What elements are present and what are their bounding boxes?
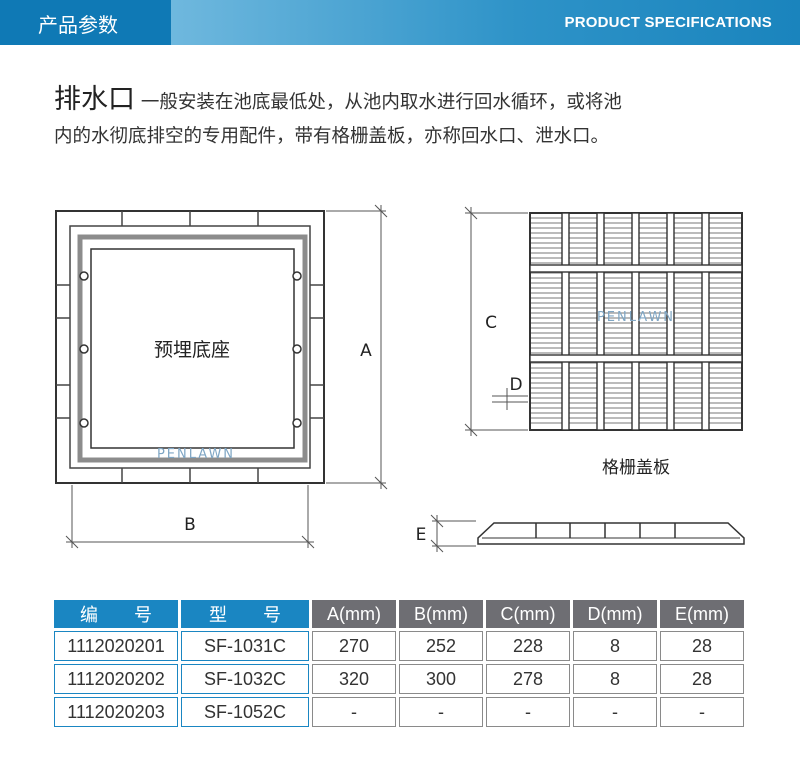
brand-watermark-base: PENLAWN [157, 447, 235, 462]
cell-c: 278 [486, 664, 570, 694]
cell-e: 28 [660, 664, 744, 694]
cell-d: 8 [573, 664, 657, 694]
cell-b: 300 [399, 664, 483, 694]
dimension-c-label: C [485, 313, 497, 333]
header-title: 产品参数 [38, 13, 118, 37]
header-c: C(mm) [486, 600, 570, 628]
cell-e: - [660, 697, 744, 727]
product-name: 排水口 [54, 84, 135, 115]
cell-code: 1112020202 [54, 664, 178, 694]
cell-c: - [486, 697, 570, 727]
product-description: 排水口 一般安装在池底最低处，从池内取水进行回水循环，或将池 内的水彻底排空的专… [54, 83, 754, 154]
dimension-d-label: D [509, 375, 522, 395]
table-row: 1112020201 SF-1031C 270 252 228 8 28 [54, 631, 744, 661]
dimension-b-label: B [184, 515, 196, 535]
grate-cover-drawing: PENLAWN C D 格栅盖板 [464, 206, 743, 478]
cell-c: 228 [486, 631, 570, 661]
header-subtitle-bar: PRODUCT SPECIFICATIONS [171, 0, 800, 45]
technical-drawing: 预埋底座 PENLAWN A B PENLAWN [55, 204, 745, 553]
header-b: B(mm) [399, 600, 483, 628]
header-model: 型 号 [181, 600, 309, 628]
base-label: 预埋底座 [154, 339, 230, 361]
cell-d: 8 [573, 631, 657, 661]
header-subtitle: PRODUCT SPECIFICATIONS [564, 14, 772, 31]
cell-a: 270 [312, 631, 396, 661]
embedded-base-drawing: 预埋底座 PENLAWN A B [55, 204, 388, 549]
brand-watermark-grate: PENLAWN [597, 310, 675, 325]
spec-table: 编 号 型 号 A(mm) B(mm) C(mm) D(mm) E(mm) 11… [51, 597, 747, 730]
grate-label: 格栅盖板 [602, 458, 670, 478]
table-row: 1112020203 SF-1052C - - - - - [54, 697, 744, 727]
cell-model: SF-1032C [181, 664, 309, 694]
description-line-1: 排水口 一般安装在池底最低处，从池内取水进行回水循环，或将池 [54, 83, 754, 120]
cell-e: 28 [660, 631, 744, 661]
header-e: E(mm) [660, 600, 744, 628]
description-line-2: 内的水彻底排空的专用配件，带有格栅盖板，亦称回水口、泄水口。 [54, 126, 610, 147]
cell-d: - [573, 697, 657, 727]
dimension-a-label: A [360, 341, 372, 361]
table-row: 1112020202 SF-1032C 320 300 278 8 28 [54, 664, 744, 694]
cell-code: 1112020203 [54, 697, 178, 727]
cell-b: 252 [399, 631, 483, 661]
cell-model: SF-1052C [181, 697, 309, 727]
description-text-1: 一般安装在池底最低处，从池内取水进行回水循环，或将池 [140, 92, 622, 113]
side-profile-drawing: E [416, 514, 745, 553]
header-d: D(mm) [573, 600, 657, 628]
cell-b: - [399, 697, 483, 727]
cell-model: SF-1031C [181, 631, 309, 661]
header-code: 编 号 [54, 600, 178, 628]
header-title-bar: 产品参数 [0, 0, 171, 45]
cell-code: 1112020201 [54, 631, 178, 661]
cell-a: 320 [312, 664, 396, 694]
dimension-e-label: E [416, 525, 427, 545]
spec-table-header-row: 编 号 型 号 A(mm) B(mm) C(mm) D(mm) E(mm) [54, 600, 744, 628]
header-a: A(mm) [312, 600, 396, 628]
cell-a: - [312, 697, 396, 727]
